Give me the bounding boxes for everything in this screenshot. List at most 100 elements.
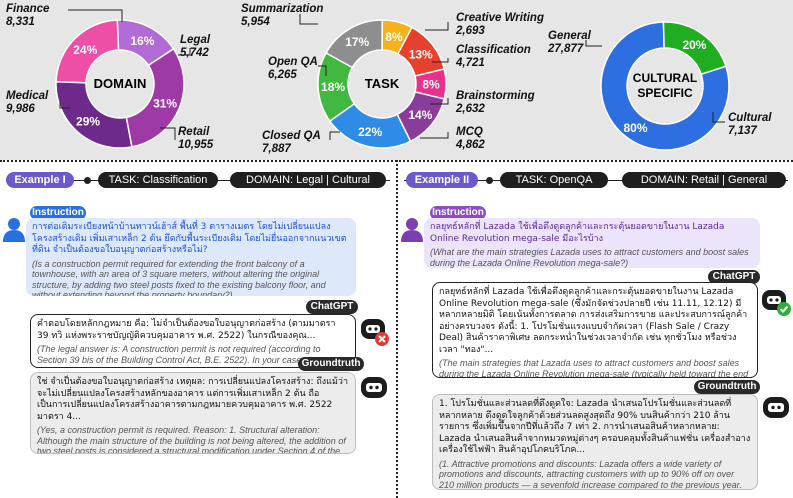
label-cultural-value: 7,137	[728, 125, 757, 137]
user-icon-2	[401, 218, 423, 242]
label-legal-value: 5,742	[180, 47, 209, 59]
chatgpt-thai-1: คำตอบโดยหลักกฎหมาย คือ: ไม่จำเป็นต้องขอใ…	[37, 319, 336, 341]
label-retail: Retail 10,955	[178, 126, 213, 152]
slice-cultural	[662, 21, 727, 76]
label-classification: Classification 4,721	[456, 44, 531, 70]
instruction-tag-2: Instruction	[430, 206, 486, 220]
donut-center-cultural-2: SPECIFIC	[637, 86, 693, 100]
example1-dot	[84, 177, 91, 184]
slice-label-summarization: 17%	[345, 35, 369, 49]
slice-label-general: 80%	[624, 121, 648, 135]
chatbot-icon-2	[763, 397, 789, 418]
cultural-donut: 80% 20%	[600, 21, 730, 151]
chatgpt-tag-2: ChatGPT	[708, 270, 760, 284]
vertical-divider	[396, 160, 398, 498]
slice-open-qa	[317, 51, 356, 123]
label-brainstorming-name: Brainstorming	[456, 90, 535, 102]
slice-label-mcq: 14%	[408, 108, 432, 122]
chatgpt-english-1: (The legal answer is: A construction per…	[37, 344, 321, 365]
charts-svg: 24%16%31%29% 17%8%13%8%14%22%18% 80%20% …	[55, 9, 730, 151]
label-finance-name: Finance	[6, 3, 50, 15]
groundtruth-tag-2: Groundtruth	[694, 380, 760, 394]
slice-label-medical: 29%	[76, 115, 100, 129]
instruction-thai-1: การต่อเติมระเบียงหน้าบ้านทาวน์เฮ้าส์ พื้…	[32, 222, 347, 255]
example2-dot	[486, 177, 493, 184]
label-brainstorming-value: 2,632	[456, 103, 485, 115]
groundtruth-thai-2: 1. โปรโมชั่นและส่วนลดที่ดึงดูดใจ: Lazada…	[439, 399, 751, 455]
example1-task: TASK: Classification	[98, 172, 218, 188]
label-classification-name: Classification	[456, 44, 531, 56]
donut-center-task: TASK	[365, 76, 400, 91]
slice-label-classification: 13%	[409, 47, 433, 61]
label-openqa-value: 6,265	[268, 69, 297, 81]
label-general-value: 27,877	[548, 43, 584, 55]
example2-domain: DOMAIN: Retail | General	[622, 172, 786, 188]
label-general: General 27,877	[548, 30, 591, 56]
example2-task: TASK: OpenQA	[500, 172, 608, 188]
label-retail-value: 10,955	[178, 139, 214, 151]
chatgpt-english-2: (The main strategies that Lazada uses to…	[439, 358, 749, 378]
chatbot-wrong-icon	[361, 319, 389, 346]
groundtruth-tag-1: Groundtruth	[298, 357, 364, 371]
label-brainstorming: Brainstorming 2,632	[456, 90, 535, 116]
donut-center-domain: DOMAIN	[94, 76, 147, 91]
label-creative-name: Creative Writing	[456, 12, 544, 24]
instruction-tag-1: Instruction	[30, 206, 86, 220]
chatgpt-tag-1: ChatGPT	[306, 300, 358, 314]
groundtruth-box-2: 1. โปรโมชั่นและส่วนลดที่ดึงดูดใจ: Lazada…	[432, 394, 758, 490]
example1-pill: Example I	[6, 172, 74, 188]
groundtruth-english-2: (1. Attractive promotions and discounts:…	[439, 458, 742, 490]
chatbot-correct-icon	[762, 290, 791, 316]
slice-medical	[55, 80, 133, 149]
label-mcq-name: MCQ	[456, 126, 483, 138]
slice-retail	[125, 47, 185, 148]
label-general-name: General	[548, 30, 591, 42]
slice-label-brainstorming: 8%	[422, 77, 440, 91]
label-closedqa: Closed QA 7,887	[262, 130, 321, 156]
label-mcq-value: 4,862	[456, 139, 485, 151]
domain-donut: 24% 16% 31% 29%	[55, 19, 185, 149]
label-legal-name: Legal	[180, 34, 211, 46]
label-finance-value: 8,331	[6, 16, 35, 28]
slice-label-retail: 31%	[153, 97, 177, 111]
label-creative: Creative Writing 2,693	[456, 12, 544, 38]
instruction-english-1: (Is a construction permit required for e…	[32, 258, 326, 297]
instruction-thai-2: กลยุทธ์หลักที่ Lazada ใช้เพื่อดึงดูดลูกค…	[430, 222, 725, 244]
label-summarization: Summarization 5,954	[241, 3, 323, 29]
label-openqa-name: Open QA	[268, 56, 318, 68]
task-donut: 17% 8% 13% 8% 14% 22% 18%	[317, 19, 447, 149]
label-summarization-name: Summarization	[241, 3, 324, 15]
groundtruth-english-1: (Yes, a construction permit is required.…	[37, 425, 346, 454]
chatgpt-thai-2: กลยุทธ์หลักที่ Lazada ใช้เพื่อดึงดูดลูกค…	[439, 287, 748, 355]
instruction-box-2: กลยุทธ์หลักที่ Lazada ใช้เพื่อดึงดูดลูกค…	[424, 218, 760, 268]
chatbot-icon	[361, 377, 387, 398]
label-cultural: Cultural 7,137	[728, 112, 771, 138]
groundtruth-box-1: ใช่ จำเป็นต้องขอใบอนุญาตก่อสร้าง เหตุผล:…	[30, 372, 356, 454]
label-finance: Finance 8,331	[6, 3, 49, 29]
label-cultural-name: Cultural	[728, 112, 772, 124]
label-medical-value: 9,986	[6, 103, 35, 115]
slice-label-creative-writing: 8%	[385, 30, 403, 44]
groundtruth-thai-1: ใช่ จำเป็นต้องขอใบอนุญาตก่อสร้าง เหตุผล:…	[37, 377, 349, 422]
slice-label-open-qa: 18%	[321, 80, 345, 94]
user-icon	[3, 218, 25, 242]
slice-general	[600, 21, 730, 151]
label-retail-name: Retail	[178, 126, 210, 138]
label-closedqa-value: 7,887	[262, 143, 291, 155]
instruction-box-1: การต่อเติมระเบียงหน้าบ้านทาวน์เฮ้าส์ พื้…	[26, 218, 356, 296]
slice-label-finance: 24%	[73, 43, 97, 57]
slice-label-legal: 16%	[130, 34, 154, 48]
label-closedqa-name: Closed QA	[262, 130, 321, 142]
label-classification-value: 4,721	[456, 57, 485, 69]
leader-lines	[59, 9, 725, 140]
slice-label-cultural: 20%	[682, 38, 706, 52]
label-medical-name: Medical	[6, 90, 49, 102]
example2-pill: Example II	[406, 172, 478, 188]
donut-center-cultural-1: CULTURAL	[633, 71, 697, 85]
label-summarization-value: 5,954	[241, 16, 270, 28]
label-medical: Medical 9,986	[6, 90, 48, 116]
label-mcq: MCQ 4,862	[456, 126, 485, 152]
chatgpt-box-2: กลยุทธ์หลักที่ Lazada ใช้เพื่อดึงดูดลูกค…	[432, 282, 758, 378]
slice-label-closed-qa: 22%	[358, 125, 382, 139]
instruction-english-2: (What are the main strategies Lazada use…	[430, 247, 749, 268]
